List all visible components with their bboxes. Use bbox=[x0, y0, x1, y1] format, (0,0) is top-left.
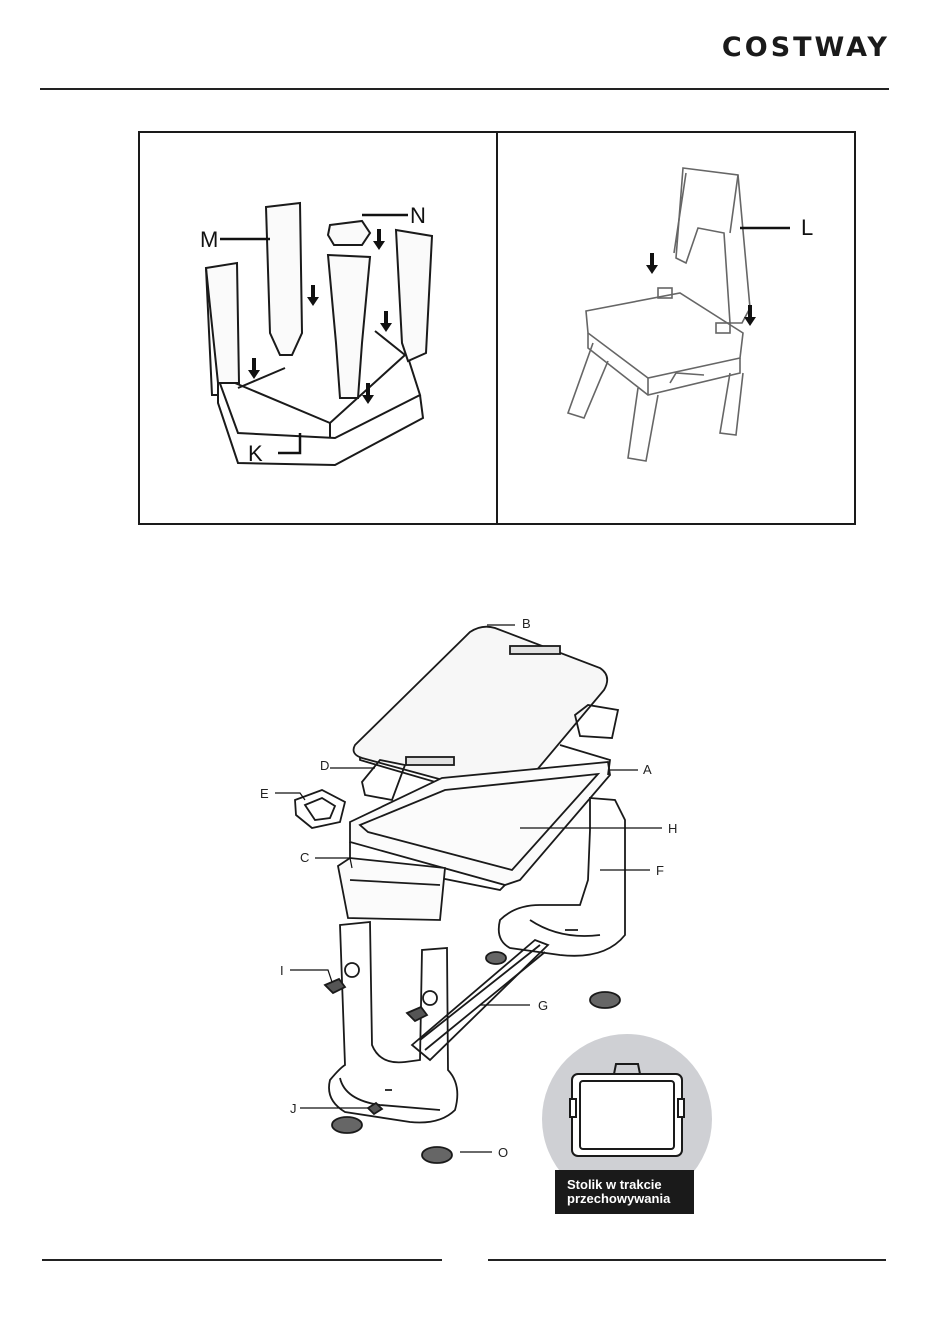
label-a: A bbox=[643, 762, 652, 777]
label-g: G bbox=[538, 998, 548, 1013]
footer-rule-right bbox=[488, 1259, 886, 1261]
label-c: C bbox=[300, 850, 309, 865]
label-h: H bbox=[668, 821, 677, 836]
label-f: F bbox=[656, 863, 664, 878]
footer-rule-left bbox=[42, 1259, 442, 1261]
label-o: O bbox=[498, 1145, 508, 1160]
label-b: B bbox=[522, 616, 531, 631]
label-e: E bbox=[260, 786, 269, 801]
label-j: J bbox=[290, 1101, 297, 1116]
storage-caption: Stolik w trakcie przechowywania bbox=[555, 1170, 694, 1214]
label-d: D bbox=[320, 758, 329, 773]
label-i: I bbox=[280, 963, 284, 978]
